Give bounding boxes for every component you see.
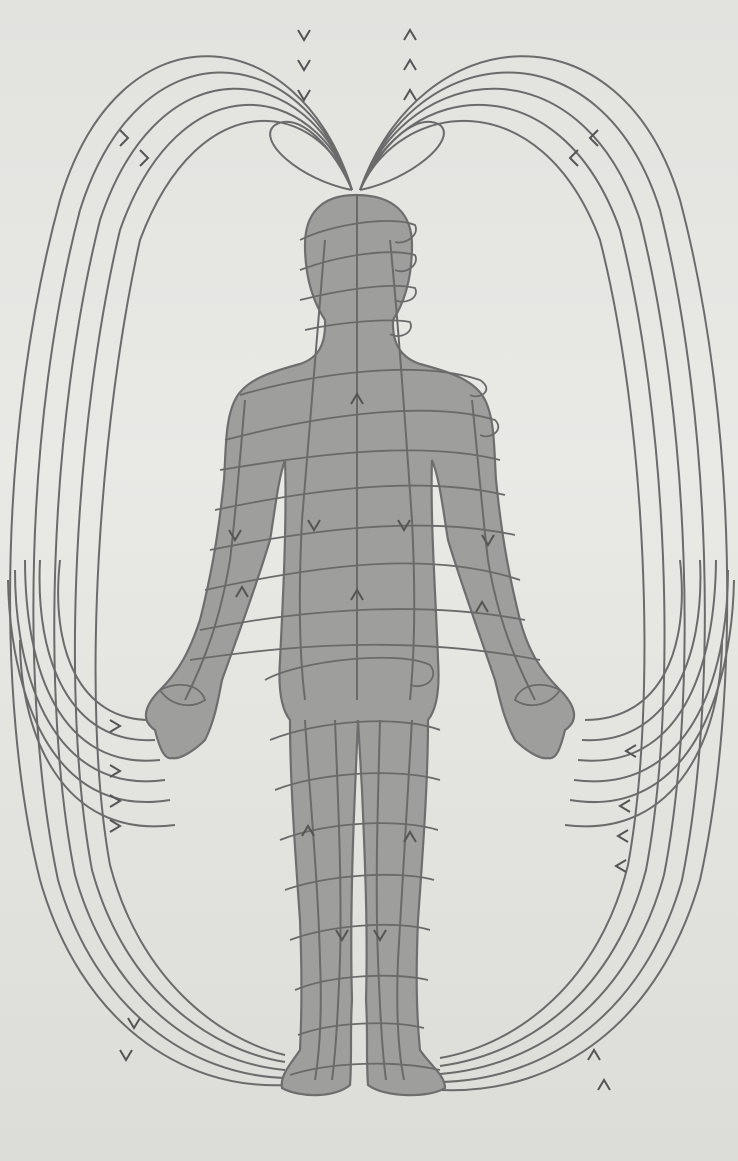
arrow-icon [110,720,120,732]
arrow-icon [598,1080,610,1090]
arrow-icon [618,830,628,842]
arrow-icon [588,1050,600,1060]
hand-loop [578,560,716,761]
arrow-icon [620,800,630,812]
hand-loop [585,560,682,720]
hand-loop [8,580,170,802]
arrow-icon [404,30,416,40]
hand-loop [25,560,160,761]
arrow-icon [404,60,416,70]
arrow-icon [140,150,148,166]
head-loop-right [360,122,444,190]
arrow-icon [298,60,310,70]
arrow-icon [120,1050,132,1060]
arrow-icon [110,765,120,777]
hand-loop [58,560,150,720]
arrow-icon [128,1018,140,1028]
arrow-icon [120,130,128,146]
arrow-icon [616,860,626,872]
arrow-icon [110,795,120,807]
hand-loop [15,570,165,781]
arrow-icon [298,30,310,40]
arrow-icon [404,90,416,100]
arrow-icon [570,150,578,166]
